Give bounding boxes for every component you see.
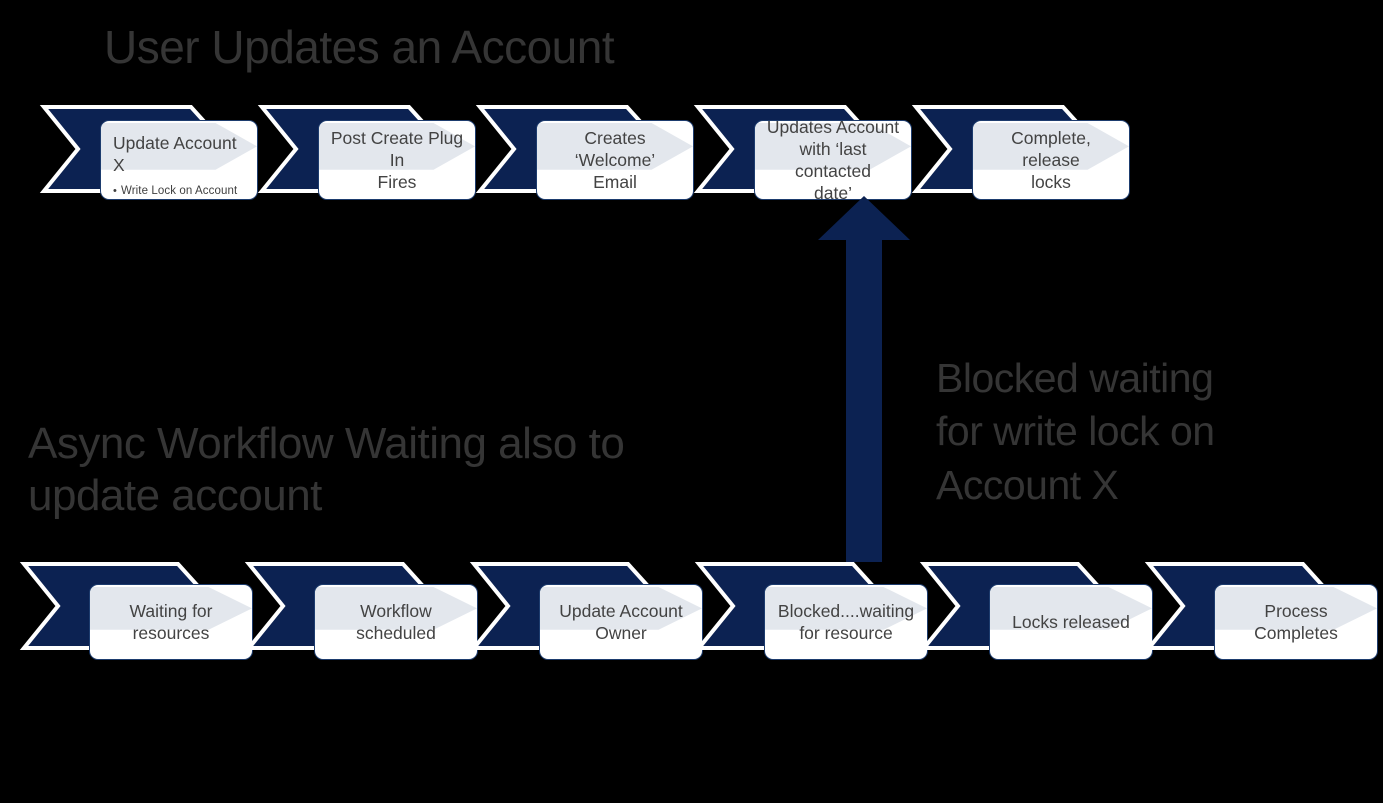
- bottom-flow-step-box[interactable]: Update Account Owner: [539, 584, 703, 660]
- bottom-flow-step-label: Workflow scheduled: [356, 600, 436, 643]
- bottom-flow-step-box[interactable]: Locks released: [989, 584, 1153, 660]
- inner-chevron-icon: [973, 121, 1129, 199]
- inner-chevron-icon: [319, 121, 475, 199]
- top-flow-step[interactable]: Creates ‘Welcome’ Email: [475, 95, 696, 210]
- inner-chevron-icon: [1215, 585, 1377, 659]
- blocking-arrow-icon: [818, 196, 910, 562]
- inner-chevron-icon: [537, 121, 693, 199]
- top-flow-step[interactable]: Update Account X•Write Lock on Account X: [39, 95, 260, 210]
- bottom-flow-step-box[interactable]: Waiting for resources: [89, 584, 253, 660]
- top-flow-step-box[interactable]: Post Create Plug In Fires: [318, 120, 476, 200]
- bottom-flow-step-label: Process Completes: [1254, 600, 1338, 643]
- inner-chevron-icon: [755, 121, 911, 199]
- top-flow-step-label: Updates Account with ‘last contacted dat…: [766, 120, 900, 200]
- top-flow-step-box[interactable]: Update Account X•Write Lock on Account X: [100, 120, 258, 200]
- bottom-flow-step-label: Blocked....waiting for resource: [777, 600, 915, 643]
- bottom-flow-step[interactable]: Blocked....waiting for resource: [694, 552, 928, 667]
- top-flow-step-box[interactable]: Updates Account with ‘last contacted dat…: [754, 120, 912, 200]
- blocked-annotation: Blocked waiting for write lock on Accoun…: [936, 355, 1215, 508]
- inner-chevron-icon: [990, 585, 1152, 659]
- bottom-flow-step-box[interactable]: Blocked....waiting for resource: [764, 584, 928, 660]
- top-flow-step-box[interactable]: Creates ‘Welcome’ Email: [536, 120, 694, 200]
- top-flow-step[interactable]: Complete, release locks: [911, 95, 1132, 210]
- top-process-flow: Update Account X•Write Lock on Account X…: [0, 95, 1383, 210]
- bottom-flow-step[interactable]: Process Completes: [1144, 552, 1378, 667]
- inner-chevron-icon: [90, 585, 252, 659]
- top-flow-title: User Updates an Account: [104, 21, 615, 73]
- inner-chevron-icon: [540, 585, 702, 659]
- top-flow-step-box[interactable]: Complete, release locks: [972, 120, 1130, 200]
- top-flow-step[interactable]: Post Create Plug In Fires: [257, 95, 478, 210]
- bottom-flow-step[interactable]: Waiting for resources: [19, 552, 253, 667]
- top-flow-step-bullet: •Write Lock on Account X: [113, 185, 238, 199]
- inner-chevron-icon: [315, 585, 477, 659]
- bottom-flow-step-label: Update Account Owner: [559, 600, 683, 643]
- top-flow-step-label: Creates ‘Welcome’ Email: [574, 127, 656, 193]
- bottom-flow-step[interactable]: Locks released: [919, 552, 1153, 667]
- inner-chevron-icon: [765, 585, 927, 659]
- bottom-flow-title: Async Workflow Waiting also to update ac…: [28, 419, 625, 520]
- bottom-flow-step-box[interactable]: Process Completes: [1214, 584, 1378, 660]
- bottom-flow-step-label: Waiting for resources: [129, 600, 213, 643]
- bottom-process-flow: Waiting for resources Workflow scheduled…: [0, 552, 1383, 667]
- top-flow-step-label: Complete, release locks: [1011, 127, 1091, 193]
- bottom-flow-step-label: Locks released: [1012, 611, 1130, 632]
- bottom-flow-step-box[interactable]: Workflow scheduled: [314, 584, 478, 660]
- top-flow-step-label: Update Account X•Write Lock on Account X: [101, 121, 257, 199]
- bullet-dot-icon: •: [113, 185, 117, 198]
- bottom-flow-step[interactable]: Workflow scheduled: [244, 552, 478, 667]
- top-flow-step-label: Post Create Plug In Fires: [330, 127, 464, 193]
- top-flow-step[interactable]: Updates Account with ‘last contacted dat…: [693, 95, 914, 210]
- bottom-flow-step[interactable]: Update Account Owner: [469, 552, 703, 667]
- inner-chevron-icon: [101, 121, 257, 199]
